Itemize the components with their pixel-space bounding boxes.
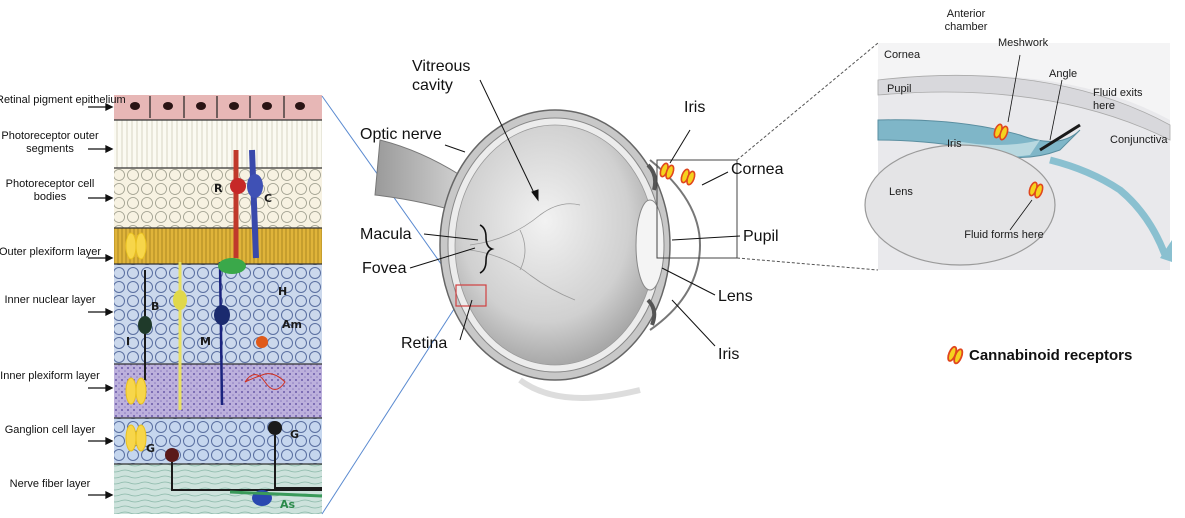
label-fluid-exits-here: Fluid exits here xyxy=(1093,87,1151,113)
label-inner-nuclear-layer: Inner nuclear layer xyxy=(0,294,104,307)
label-bipolar: B xyxy=(151,300,159,313)
label-muller: M xyxy=(200,335,211,348)
label-retinal-pigment-epithelium: Retinal pigment epithelium xyxy=(0,94,104,107)
label-anterior-chamber: Anterior chamber xyxy=(934,8,998,34)
label-inner-plexiform-layer: Inner plexiform layer xyxy=(0,370,104,383)
label-horizontal: H xyxy=(278,285,287,298)
label-iris-bottom: Iris xyxy=(718,345,739,364)
label-lens: Lens xyxy=(718,287,753,306)
label-photoreceptor-cell-bodies: Photoreceptor cell bodies xyxy=(0,178,104,204)
label-angle: Angle xyxy=(1049,68,1077,81)
cannabinoid-receptor-icon xyxy=(944,345,966,365)
label-fluid-forms-here: Fluid forms here xyxy=(954,229,1054,242)
label-conjunctiva: Conjunctiva xyxy=(1110,134,1167,147)
label-photoreceptor-outer-segments: Photoreceptor outer segments xyxy=(0,130,104,156)
label-cornea: Cornea xyxy=(731,160,783,179)
label-iris-top: Iris xyxy=(684,98,705,117)
label-cone: C xyxy=(264,192,272,205)
legend-label: Cannabinoid receptors xyxy=(969,347,1132,364)
label-ganglion-cell-layer: Ganglion cell layer xyxy=(0,424,104,437)
label-ganglion-2: G xyxy=(146,442,155,455)
label-inset-lens: Lens xyxy=(889,186,913,199)
label-inset-cornea: Cornea xyxy=(884,49,920,62)
label-astrocyte: As xyxy=(280,498,296,511)
label-macula: Macula xyxy=(360,225,412,244)
label-ganglion-1: G xyxy=(290,428,299,441)
label-optic-nerve: Optic nerve xyxy=(360,125,442,144)
label-pupil: Pupil xyxy=(743,227,779,246)
legend: Cannabinoid receptors xyxy=(944,345,1132,365)
label-interplexiform: I xyxy=(126,335,130,348)
layer-epithelium xyxy=(114,95,322,120)
label-vitreous-cavity: Vitreous cavity xyxy=(412,57,492,95)
label-retina: Retina xyxy=(401,334,447,353)
label-outer-plexiform-layer: Outer plexiform layer xyxy=(0,246,104,259)
inset-zoom-line-top xyxy=(737,43,878,160)
label-nerve-fiber-layer: Nerve fiber layer xyxy=(0,478,104,491)
label-inset-pupil: Pupil xyxy=(887,83,911,96)
label-inset-iris: Iris xyxy=(947,138,962,151)
label-amacrine: Am xyxy=(282,318,302,331)
inset-zoom-line-bottom xyxy=(737,258,878,270)
label-meshwork: Meshwork xyxy=(998,37,1048,50)
label-fovea: Fovea xyxy=(362,259,406,278)
retina-cross-section: R C H B M I Am G G As xyxy=(88,95,322,514)
label-rod: R xyxy=(214,182,223,195)
